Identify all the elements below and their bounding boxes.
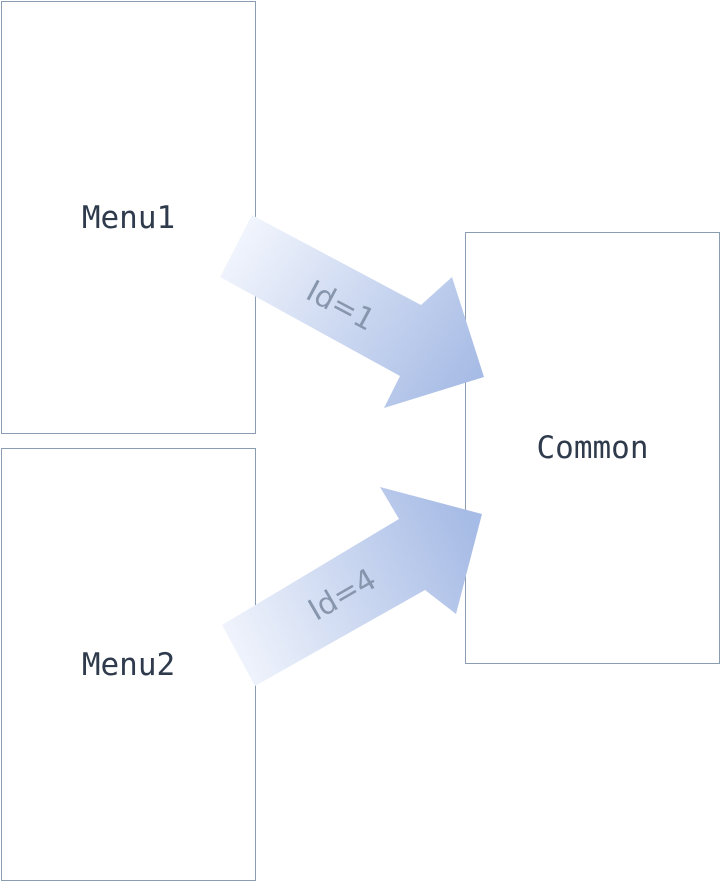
arrow-menu1-to-common: Id=1 [220,215,484,408]
edge-label-id4: Id=4 [303,562,383,628]
menu2-label: Menu2 [81,646,176,683]
common-label: Common [536,430,649,466]
edge-label-id1: Id=1 [300,274,380,339]
arrow-shape-2 [222,487,482,686]
arrow-shape-1 [220,215,484,408]
menu1-label: Menu1 [81,199,176,236]
common-node: Common [465,232,720,664]
menu1-node: Menu1 [1,1,256,434]
menu2-node: Menu2 [1,448,256,881]
arrow-menu2-to-common: Id=4 [222,487,482,686]
